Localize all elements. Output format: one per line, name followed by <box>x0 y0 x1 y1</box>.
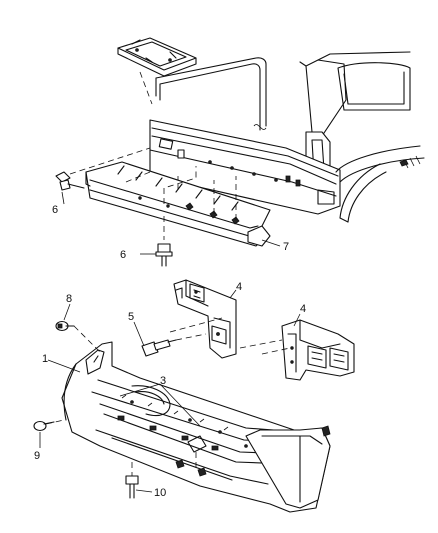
plate-alignment-line <box>139 71 153 105</box>
crossmember-alignment-lines <box>69 147 237 240</box>
push-pin-5 <box>141 339 177 357</box>
leader-lines <box>39 191 301 493</box>
right-bracket-alignment <box>239 339 291 355</box>
left-bracket-alignment <box>169 317 223 333</box>
bolt-6-lower <box>155 243 173 267</box>
bumper-fascia <box>61 341 331 513</box>
callout-9: 9 <box>34 450 40 462</box>
callout-7: 7 <box>283 241 289 253</box>
callout-3: 3 <box>160 375 166 387</box>
callout-6-upper: 6 <box>52 204 58 216</box>
pin-alignment-line <box>175 333 207 341</box>
callout-10: 10 <box>154 487 166 499</box>
clip-alignment-line <box>73 325 101 353</box>
bolt-6-upper <box>55 171 85 191</box>
callout-1: 1 <box>42 353 48 365</box>
callout-8: 8 <box>66 293 72 305</box>
bolt-10 <box>125 475 139 499</box>
clip-8 <box>55 320 75 332</box>
bolt10-alignment-line <box>131 452 197 476</box>
top-bracket-plate <box>117 37 197 77</box>
callout-4-left: 4 <box>236 281 242 293</box>
bumper-bracket-left <box>173 279 237 359</box>
callout-5: 5 <box>128 311 134 323</box>
bumper-bracket-right <box>281 319 355 381</box>
callout-4-right: 4 <box>300 303 306 315</box>
callout-6-lower: 6 <box>120 249 126 261</box>
screw-9 <box>33 420 55 432</box>
